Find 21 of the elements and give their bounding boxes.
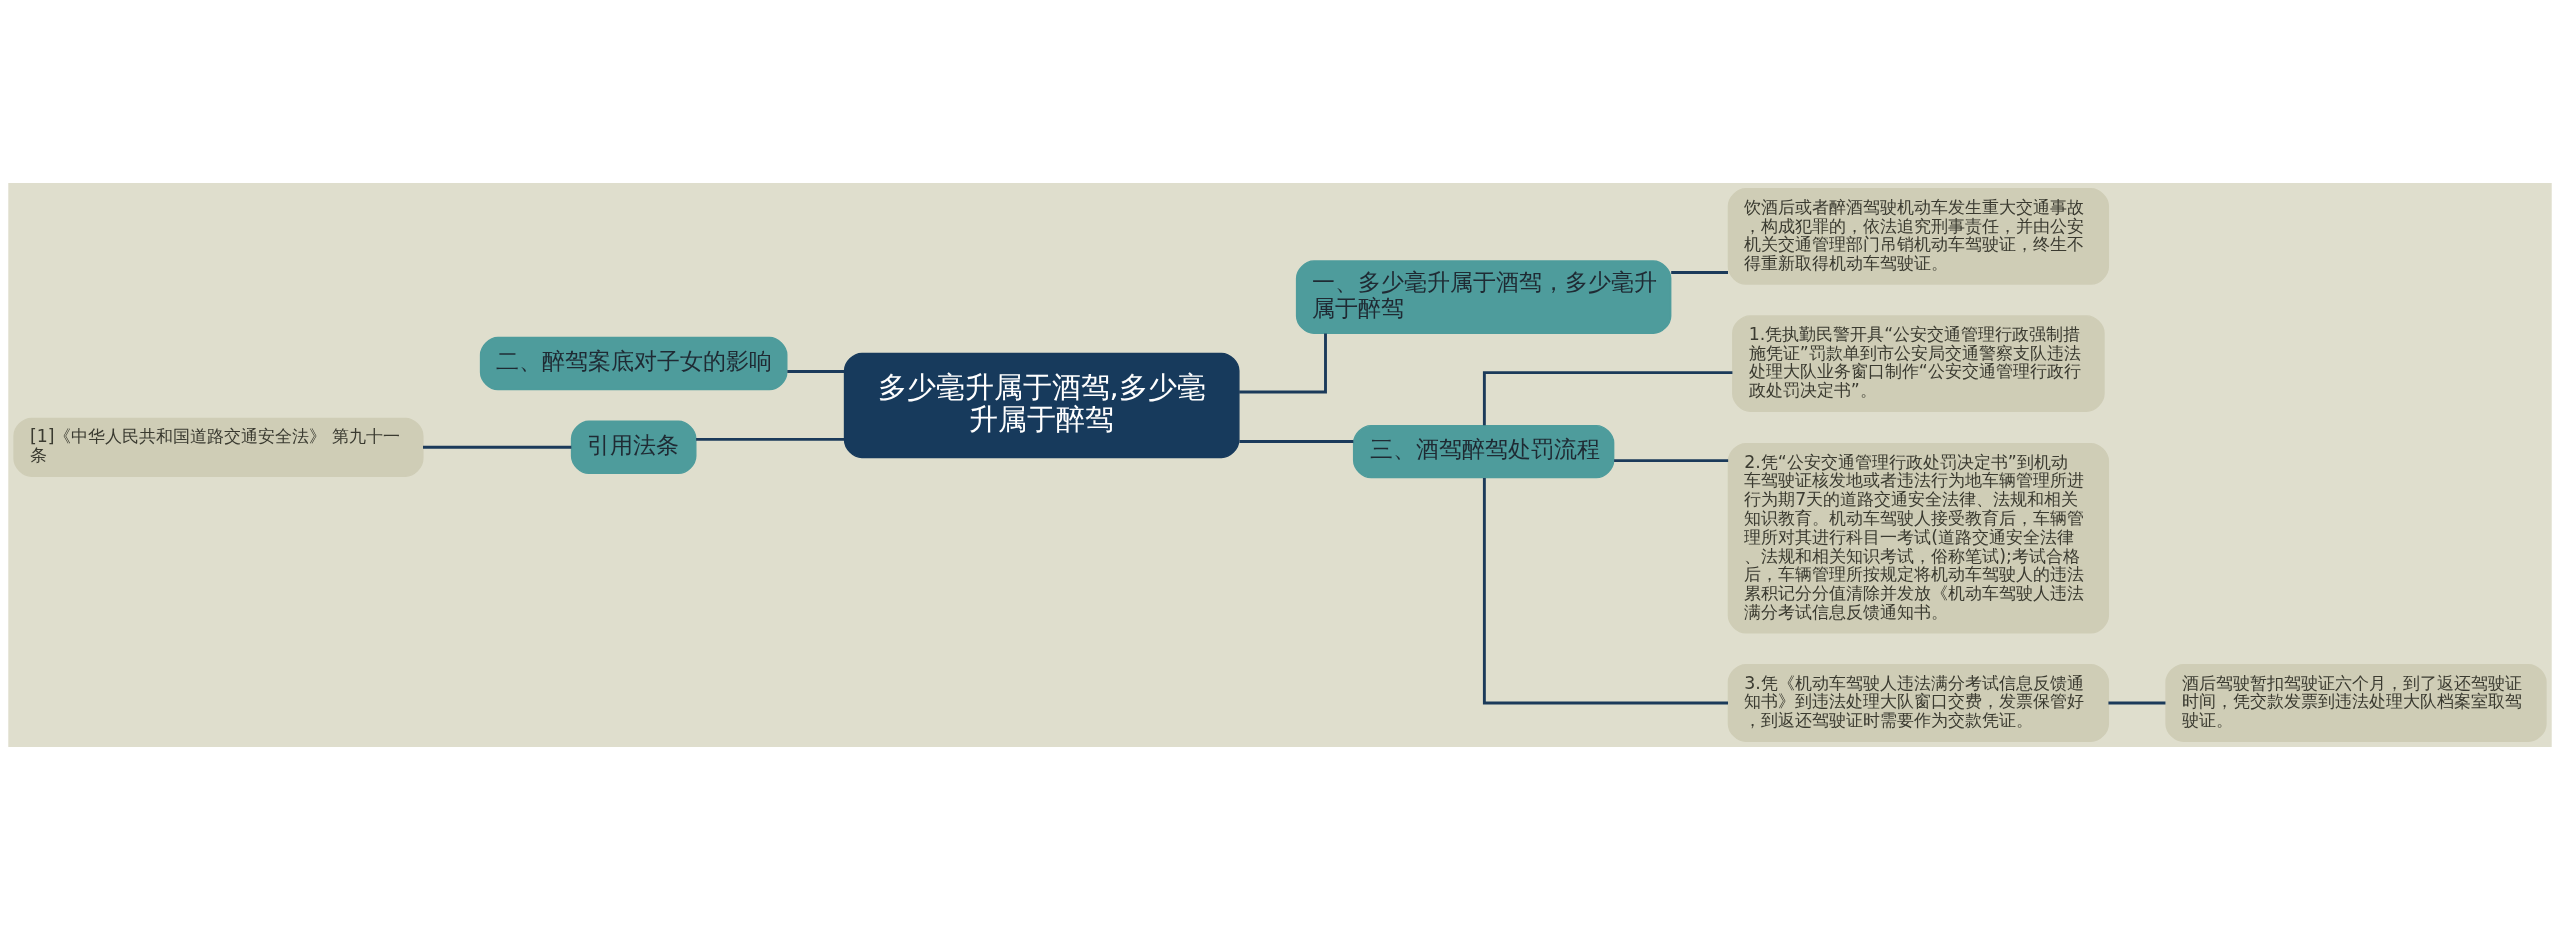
connector xyxy=(1239,439,1354,443)
node-box: 一、多少毫升属于酒驾，多少毫升属于醉驾 xyxy=(1295,259,1672,334)
node-box: [1]《中华人民共和国道路交通安全法》 第九十一条 xyxy=(13,417,424,477)
connector xyxy=(1671,270,1729,274)
connector xyxy=(2108,701,2166,704)
connector xyxy=(696,437,845,441)
node-box: 引用法条 xyxy=(570,420,697,474)
node-box: 2.凭“公安交通管理行政处罚决定书”到机动车驾驶证核发地或者违法行为地车辆管理所进行为期7天的道路交通安全法律、法规和相关知识教育。机动车驾驶人接受教育后，车辆管理所对其进行科目一考试(道路交通安全法律、法规和相关知识考试，俗称笔试);考试合格后，车辆管理所按规定将机动车驾驶人的违法累积记分分值清除并发放《机动车驾驶人违法满分考试信息反馈通知书。 xyxy=(1727,442,2110,634)
node-box: 多少毫升属于酒驾,多少毫升属于醉驾 xyxy=(843,352,1240,458)
connector xyxy=(1239,333,1327,393)
node-box: 饮酒后或者醉酒驾驶机动车发生重大交通事故，构成犯罪的，依法追究刑事责任，并由公安机关交通管理部门吊销机动车驾驶证，终生不得重新取得机动车驾驶证。 xyxy=(1727,187,2110,285)
node-box: 二、醉驾案底对子女的影响 xyxy=(479,336,788,390)
connector xyxy=(423,445,572,449)
connector xyxy=(787,369,844,373)
node-box: 酒后驾驶暂扣驾驶证六个月，到了返还驾驶证时间，凭交款发票到违法处理大队档案室取驾驶证。 xyxy=(2165,663,2547,742)
node-box: 1.凭执勤民警开具“公安交通管理行政强制措施凭证”罚款单到市公安局交通警察支队违法处理大队业务窗口制作“公安交通管理行政行政处罚决定书”。 xyxy=(1732,314,2105,412)
connector xyxy=(1614,458,1729,462)
connector xyxy=(1482,370,1733,425)
node-box: 3.凭《机动车驾驶人违法满分考试信息反馈通知书》到违法处理大队窗口交费，发票保管好，到返还驾驶证时需要作为交款凭证。 xyxy=(1727,663,2110,742)
connector xyxy=(1482,477,1728,704)
node-box: 三、酒驾醉驾处罚流程 xyxy=(1352,424,1615,478)
